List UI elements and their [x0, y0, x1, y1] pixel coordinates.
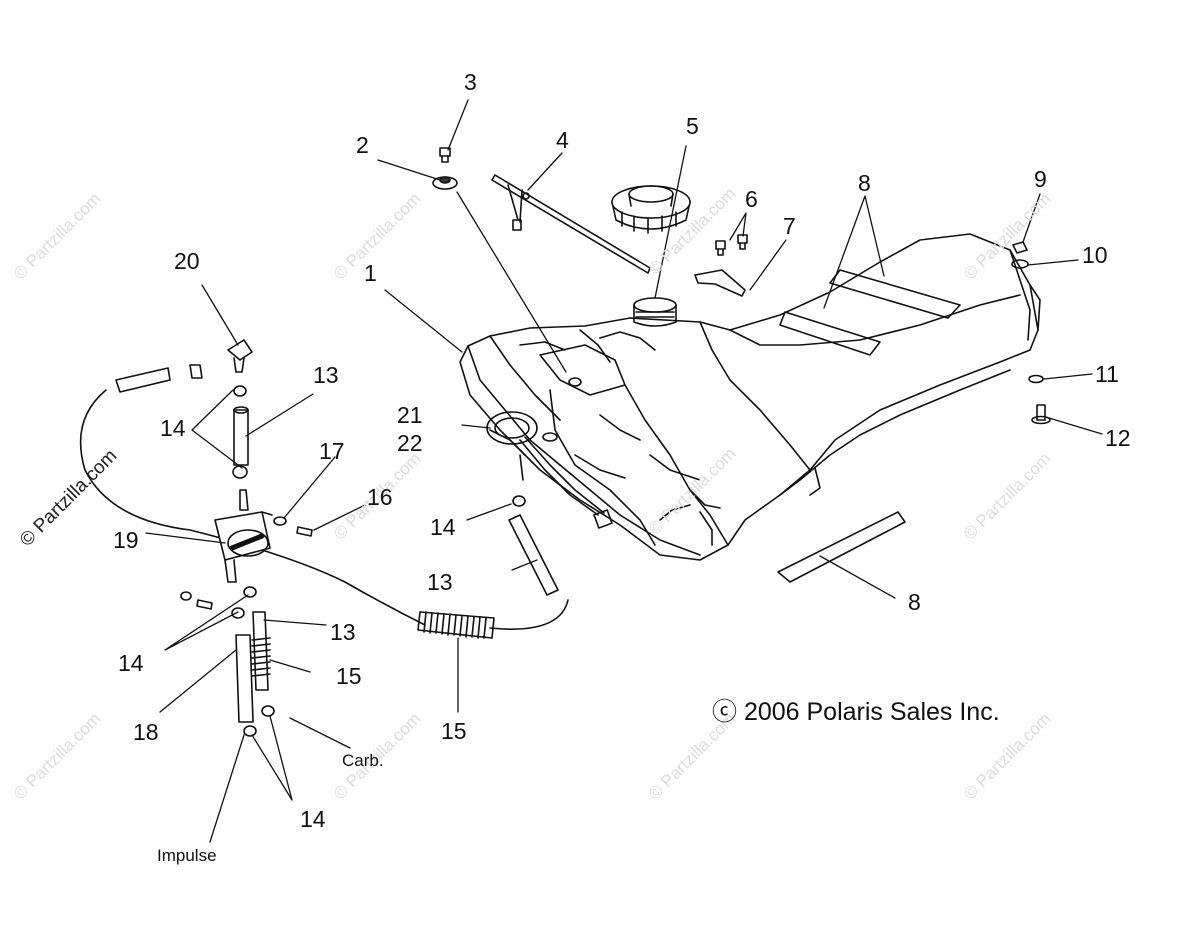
fuel-sender: [486, 411, 613, 529]
callout-20: 20: [174, 248, 200, 274]
fuel-tank: [459, 233, 1041, 561]
bracket: [694, 234, 748, 297]
callout-14: 14: [300, 806, 326, 832]
label-carb: Carb.: [342, 751, 384, 770]
callout-22: 22: [397, 430, 423, 456]
callout-11: 11: [1095, 361, 1119, 387]
callout-3: 3: [464, 69, 477, 95]
callout-6: 6: [745, 186, 758, 212]
callout-13: 13: [330, 619, 356, 645]
fuel-cap: [611, 185, 691, 234]
callout-1: 1: [364, 260, 377, 286]
callout-10: 10: [1082, 242, 1108, 268]
hardware: [1011, 241, 1051, 425]
callout-14: 14: [160, 415, 186, 441]
callout-4: 4: [556, 127, 569, 153]
leader-lines: [145, 99, 1103, 843]
callout-21: 21: [397, 402, 423, 428]
callout-15: 15: [441, 718, 467, 744]
label-impulse: Impulse: [157, 846, 217, 865]
screw: [439, 147, 451, 163]
callout-13: 13: [313, 362, 339, 388]
copyright-notice: ⓒ 2006 Polaris Sales Inc.: [712, 698, 1000, 726]
callout-5: 5: [686, 113, 699, 139]
callout-19: 19: [113, 527, 139, 553]
callout-7: 7: [783, 213, 796, 239]
decal-strip: [777, 511, 906, 583]
callout-17: 17: [319, 438, 345, 464]
callout-15: 15: [336, 663, 362, 689]
callout-14: 14: [430, 514, 456, 540]
callout-8: 8: [908, 589, 921, 615]
callout-12: 12: [1105, 425, 1131, 451]
callout-14: 14: [118, 650, 144, 676]
callout-9: 9: [1034, 166, 1047, 192]
callout-13: 13: [427, 569, 453, 595]
callout-2: 2: [356, 132, 369, 158]
vent-rod: [491, 174, 651, 274]
fuel-lines: [79, 339, 569, 737]
callout-16: 16: [367, 484, 393, 510]
callout-18: 18: [133, 719, 159, 745]
callout-8: 8: [858, 170, 871, 196]
